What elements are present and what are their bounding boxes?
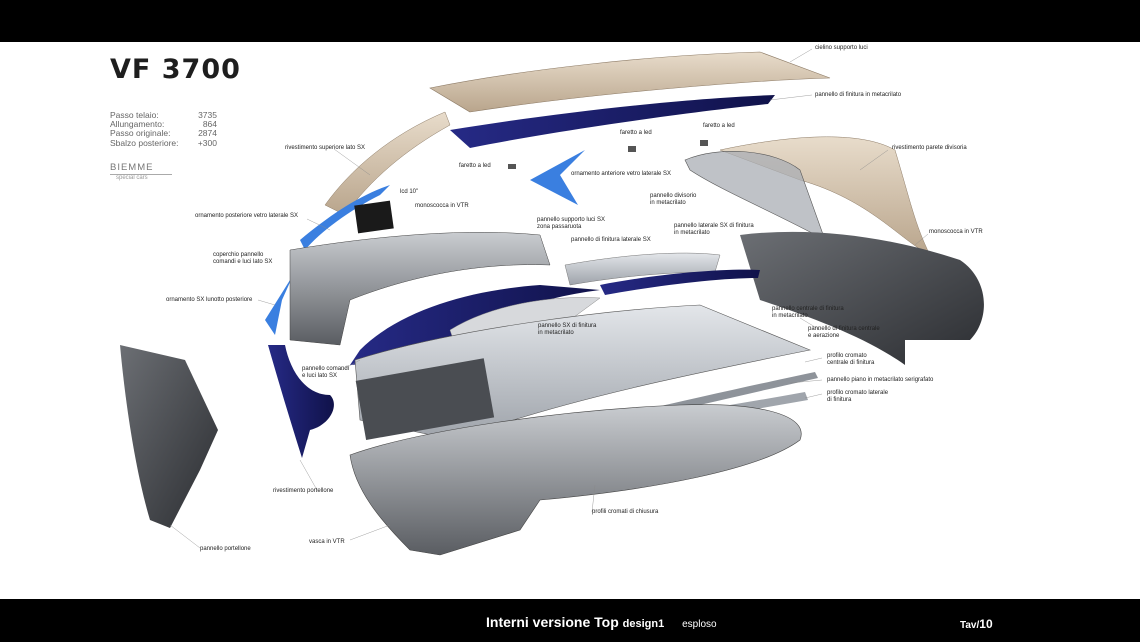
top-bar [0,0,1140,42]
right-monocoque-shell [740,231,984,365]
label-lcd: lcd 10" [400,189,419,195]
label-chrome-closure: profili cromati di chiusura [592,509,659,515]
tailgate-lining [268,345,334,458]
front-window-ornament [530,150,585,205]
sheet-label: Tav/ [960,620,980,631]
bottom-bar [0,599,1140,642]
spec-label: Passo originale: [110,128,171,139]
vtr-tub [349,404,802,556]
spec-row: Allungamento: 864 [110,119,217,130]
left-monocoque-shell [289,232,551,346]
sheet-value: 10 [979,617,993,631]
lcd-screen [354,200,394,234]
logo-name: BIEMME [110,162,154,173]
spec-row: Passo originale: 2874 [110,129,217,138]
spec-label: Passo telaio: [110,110,159,120]
label-led-spot: faretto a led [703,123,735,129]
sheet-number: Tav/10 [960,617,993,631]
label-rear-ornament: ornamento posteriore vetro laterale SX [195,213,299,219]
label-lunette-ornament: ornamento SX lunotto posteriore [166,297,253,303]
led-spot [628,146,636,152]
rear-window-ornament [300,185,390,250]
spec-row: Passo telaio: 3735 [110,110,217,120]
footer-title-text: Interni versione Top [486,614,619,630]
spec-value: 2874 [198,128,217,139]
label-tailgate-lining: rivestimento portellone [273,488,334,494]
footer-title: Interni versione Top design1 esploso [486,614,717,630]
label-tailgate-panel: pannello portellone [200,546,251,552]
logo-subtitle: special cars [110,174,172,181]
label-vtr-tub: vasca in VTR [309,539,345,545]
roof-panel [429,51,831,113]
spec-label: Sbalzo posteriore: [110,137,179,148]
label-upper-side-lining: rivestimento superiore lato SX [285,145,366,151]
footer-view: esploso [682,619,717,630]
brand-logo: BIEMME special cars [110,162,172,186]
label-right-monocoque: monoscocca in VTR [929,229,983,235]
spec-value: +300 [197,137,217,148]
label-roof-panel: cielino supporto luci [815,45,868,51]
spec-value: 864 [202,119,217,130]
led-spot [508,164,516,169]
label-led-spot: faretto a led [620,130,652,136]
label-led-spot: faretto a led [459,163,491,169]
control-frame [355,358,495,440]
tailgate-panel [120,345,218,528]
label-partition-lining: rivestimento parete divisoria [892,145,967,151]
label-front-ornament: ornamento anteriore vetro laterale SX [571,171,672,177]
leader-lines [169,48,929,549]
spec-table: Passo telaio: 3735 Allungamento: 864 Passo… [110,110,217,148]
label-left-monocoque: monoscocca in VTR [415,203,469,209]
side-navy-strip [600,269,760,295]
spec-label: Allungamento: [110,119,165,130]
led-spot [700,140,708,146]
upper-side-lining [324,111,451,216]
footer-design: design1 [622,618,665,630]
label-side-trim: pannello di finitura laterale SX [571,237,651,243]
label-roof-trim: pannello di finitura in metacrilato [815,92,902,98]
spec-row: Sbalzo posteriore: +300 [110,137,217,148]
model-title: VF 3700 [110,54,241,85]
label-table-panel: pannello piano in metacrilato serigrafat… [827,377,934,383]
spec-value: 3735 [198,110,217,120]
roof-trim-panel [450,95,775,148]
